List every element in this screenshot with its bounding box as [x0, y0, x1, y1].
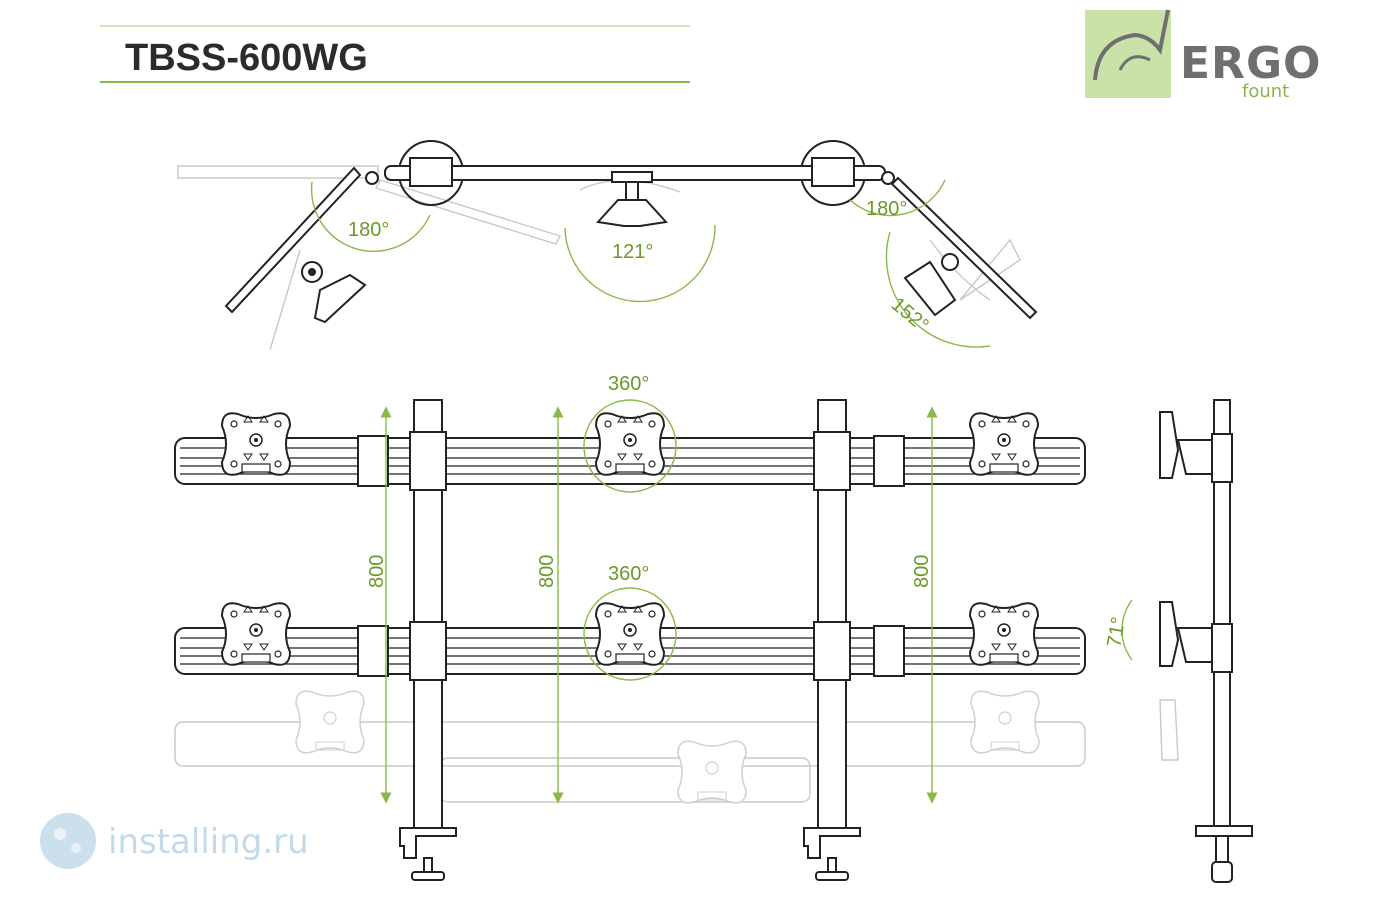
left-arm-angle-label: 180°	[348, 219, 389, 241]
tilt-angle-label: 71°	[1103, 615, 1130, 649]
watermark: installing.ru	[40, 813, 309, 869]
ergofount-logo: ERGO fount	[1085, 9, 1321, 102]
height-label-right: 800	[911, 555, 933, 588]
model-title: TBSS-600WG	[125, 37, 368, 79]
top-view: 180° 121° 180° 152°	[177, 140, 1038, 351]
center-tilt-angle-label: 121°	[612, 241, 653, 263]
logo-word: ERGO	[1180, 38, 1321, 89]
rotation-label-bottom: 360°	[608, 563, 649, 585]
rotation-label-top: 360°	[608, 373, 649, 395]
watermark-text: installing.ru	[108, 822, 309, 862]
logo-sub: fount	[1242, 81, 1289, 102]
height-label-left: 800	[366, 555, 388, 588]
right-arm-angle-label: 180°	[866, 198, 907, 220]
side-view: 71°	[1103, 399, 1253, 883]
header: TBSS-600WG	[100, 25, 690, 83]
front-view: 360° 360° 800 800 800	[174, 373, 1086, 881]
height-label-center: 800	[536, 555, 558, 588]
